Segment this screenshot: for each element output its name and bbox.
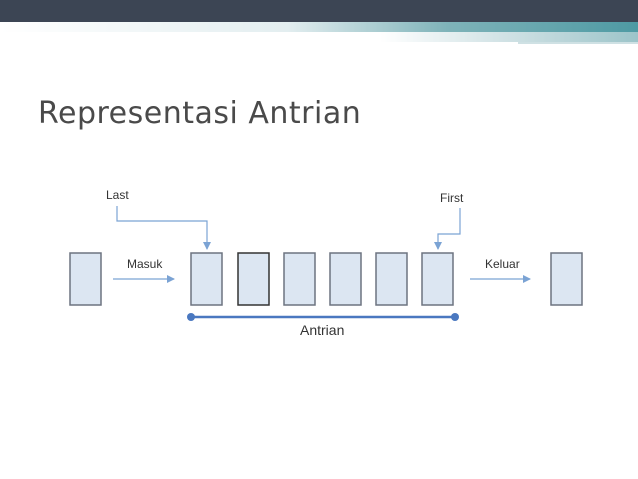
last-label: Last xyxy=(106,188,129,202)
queue-element xyxy=(375,252,408,306)
keluar-label: Keluar xyxy=(485,257,520,271)
header-accent-stripe xyxy=(0,22,638,32)
first-pointer-arrow xyxy=(434,208,461,250)
antrian-label: Antrian xyxy=(300,322,344,338)
slide-title: Representasi Antrian xyxy=(38,96,362,131)
first-label: First xyxy=(440,191,464,205)
header-accent-stripe-right xyxy=(380,32,638,42)
masuk-label: Masuk xyxy=(127,257,163,271)
outgoing-element-box xyxy=(550,252,583,306)
incoming-element-box xyxy=(69,252,102,306)
queue-element xyxy=(283,252,316,306)
queue-element xyxy=(237,252,270,306)
queue-element xyxy=(329,252,362,306)
antrian-span-start-dot xyxy=(187,313,195,321)
header-bar xyxy=(0,0,638,22)
queue-element-last xyxy=(190,252,223,306)
queue-element-first xyxy=(421,252,454,306)
header-accent-line xyxy=(518,42,638,44)
antrian-span-end-dot xyxy=(451,313,459,321)
last-pointer-arrow xyxy=(116,206,211,250)
queue-elements xyxy=(190,252,454,306)
